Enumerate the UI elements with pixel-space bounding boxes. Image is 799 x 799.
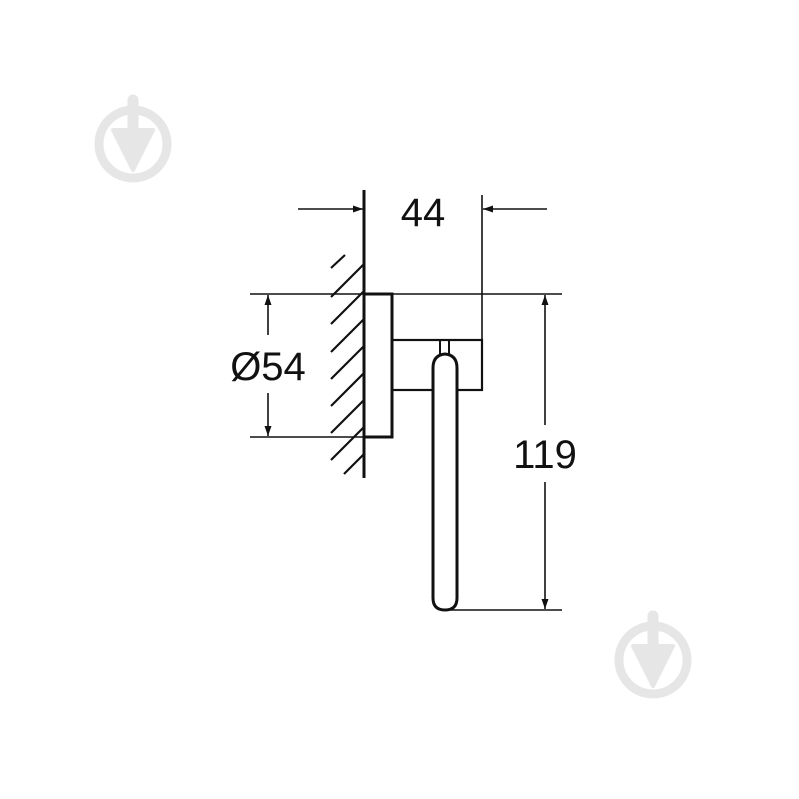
dimension-height-label: 119 bbox=[513, 433, 577, 477]
wall-hatching bbox=[330, 190, 366, 478]
trowel-down-icon bbox=[614, 610, 692, 699]
trowel-down-icon bbox=[94, 94, 172, 183]
dimension-depth-label: 44 bbox=[401, 191, 446, 235]
dimension-diameter-label: Ø54 bbox=[230, 345, 306, 389]
dimension-lines bbox=[250, 195, 562, 611]
rosette-plate bbox=[362, 292, 394, 439]
towel-bar bbox=[431, 341, 459, 612]
